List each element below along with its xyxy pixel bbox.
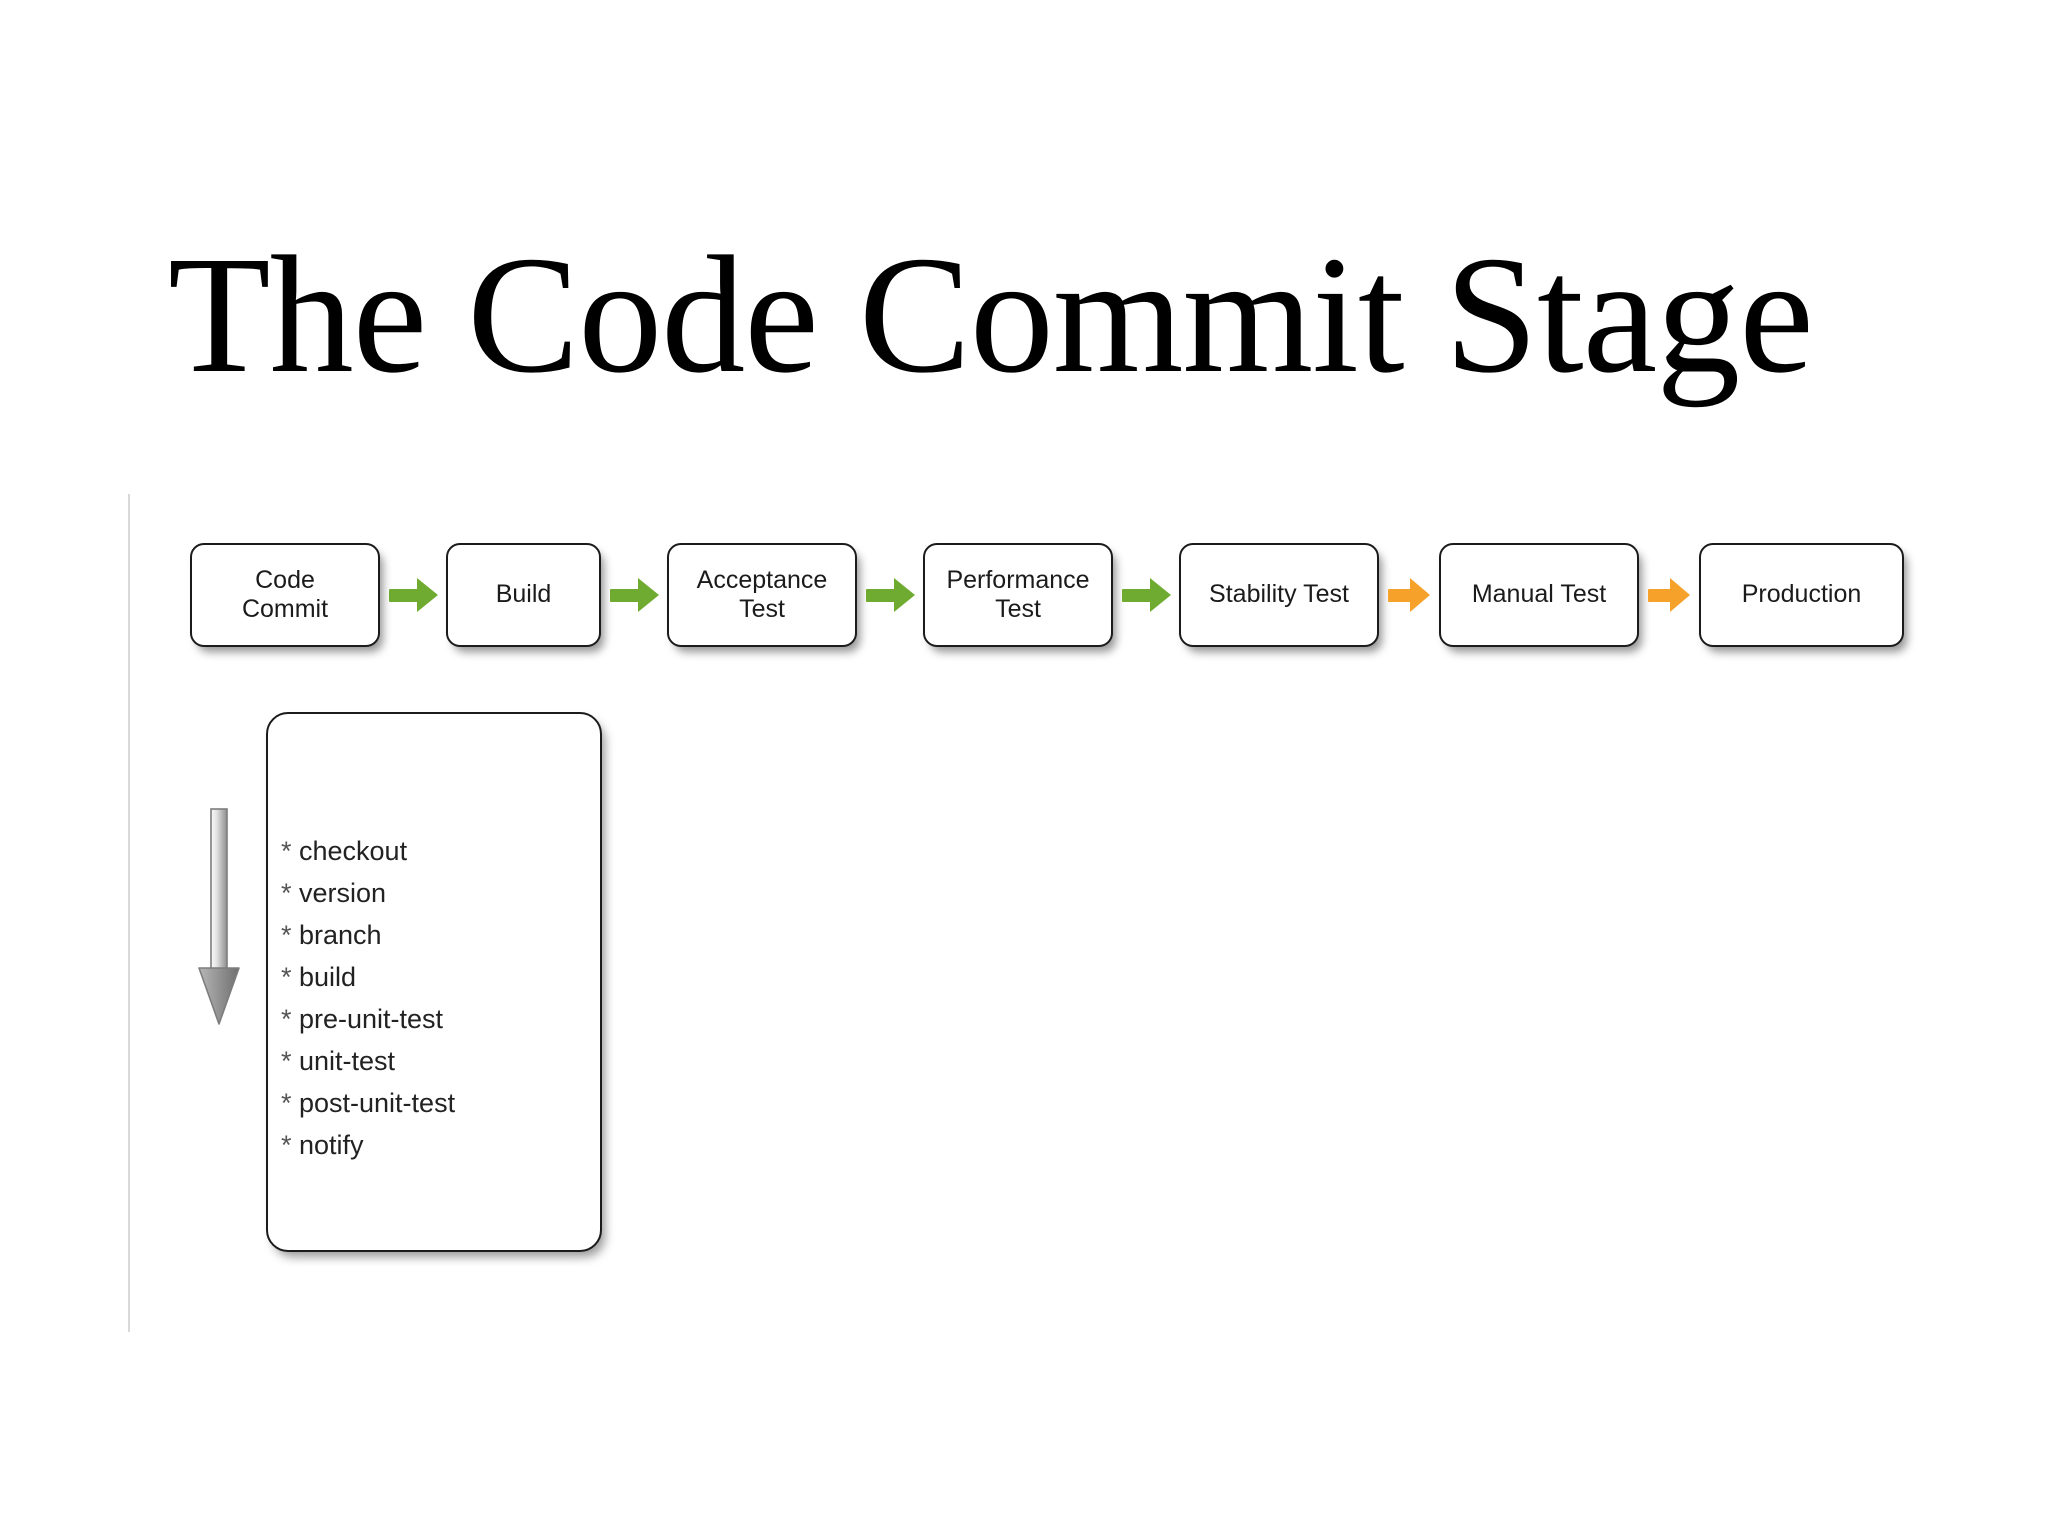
bullet-star-icon: *: [281, 1130, 292, 1160]
bullet-star-icon: *: [281, 1004, 292, 1034]
commit-task-item: *unit-test: [281, 1040, 455, 1082]
commit-task-item: *branch: [281, 914, 455, 956]
bullet-star-icon: *: [281, 836, 292, 866]
arrow-head: [894, 578, 915, 612]
commit-task-label: pre-unit-test: [299, 1004, 444, 1034]
commit-task-label: checkout: [299, 836, 408, 866]
arrow-shaft: [1122, 589, 1152, 602]
bullet-star-icon: *: [281, 962, 292, 992]
left-margin-rule: [128, 494, 130, 1332]
deployment-pipeline: Code Commit Build Acceptance Test Performan…: [190, 542, 1904, 648]
flow-arrow-manual-test-to-production: [1648, 578, 1690, 612]
arrow-shaft: [866, 589, 896, 602]
commit-task-label: branch: [299, 920, 382, 950]
commit-task-item: *pre-unit-test: [281, 998, 455, 1040]
page-title: The Code Commit Stage: [168, 221, 1814, 408]
stage-box-manual-test[interactable]: Manual Test: [1439, 543, 1639, 647]
commit-task-label: notify: [299, 1130, 364, 1160]
commit-task-item: *version: [281, 872, 455, 914]
commit-task-label: unit-test: [299, 1046, 396, 1076]
stage-box-build[interactable]: Build: [446, 543, 601, 647]
commit-task-item: *checkout: [281, 830, 455, 872]
arrow-shaft: [610, 589, 640, 602]
commit-task-label: post-unit-test: [299, 1088, 456, 1118]
down-arrow-icon: [196, 808, 242, 1030]
arrow-head: [1410, 578, 1430, 612]
arrow-head: [638, 578, 659, 612]
stage-box-production[interactable]: Production: [1699, 543, 1904, 647]
flow-arrow-stability-test-to-manual-test: [1388, 578, 1430, 612]
stage-box-performance-test[interactable]: Performance Test: [923, 543, 1113, 647]
commit-task-item: *notify: [281, 1124, 455, 1166]
commit-task-item: *build: [281, 956, 455, 998]
flow-arrow-performance-test-to-stability-test: [1122, 578, 1171, 612]
bullet-star-icon: *: [281, 878, 292, 908]
bullet-star-icon: *: [281, 920, 292, 950]
stage-box-stability-test[interactable]: Stability Test: [1179, 543, 1379, 647]
arrow-shaft: [389, 589, 419, 602]
arrow-head: [1150, 578, 1171, 612]
commit-task-list: *checkout*version*branch*build*pre-unit-…: [281, 830, 455, 1166]
bullet-star-icon: *: [281, 1046, 292, 1076]
arrow-head: [1670, 578, 1690, 612]
commit-task-label: version: [299, 878, 387, 908]
stage-box-code-commit[interactable]: Code Commit: [190, 543, 380, 647]
commit-stage-detail-panel: *checkout*version*branch*build*pre-unit-…: [266, 712, 602, 1252]
stage-box-acceptance-test[interactable]: Acceptance Test: [667, 543, 857, 647]
flow-arrow-code-commit-to-build: [389, 578, 438, 612]
bullet-star-icon: *: [281, 1088, 292, 1118]
commit-task-label: build: [299, 962, 357, 992]
commit-task-item: *post-unit-test: [281, 1082, 455, 1124]
arrow-head: [417, 578, 438, 612]
flow-arrow-build-to-acceptance-test: [610, 578, 659, 612]
arrow-shaft: [1648, 589, 1672, 602]
arrow-shaft: [1388, 589, 1412, 602]
flow-arrow-acceptance-test-to-performance-test: [866, 578, 915, 612]
